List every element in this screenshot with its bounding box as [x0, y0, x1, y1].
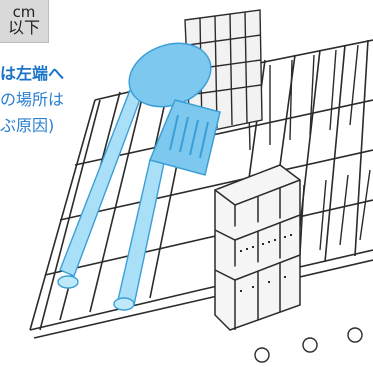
note-line-1: は左端へ	[0, 64, 65, 83]
placement-note: は左端へ の場所は ぶ原因)	[0, 60, 140, 136]
cutlery-basket	[214, 164, 301, 331]
rack-wheels	[254, 327, 363, 363]
note-line-3: ぶ原因)	[0, 116, 55, 135]
ladle-utensil	[57, 42, 212, 289]
note-line-2: の場所は	[0, 90, 65, 109]
turner-utensil	[113, 99, 221, 311]
size-unit: cm	[12, 2, 36, 21]
size-limit-label: cm 以下	[0, 0, 49, 43]
size-below: 以下	[7, 18, 40, 38]
cutlery-basket-holes	[240, 234, 292, 292]
